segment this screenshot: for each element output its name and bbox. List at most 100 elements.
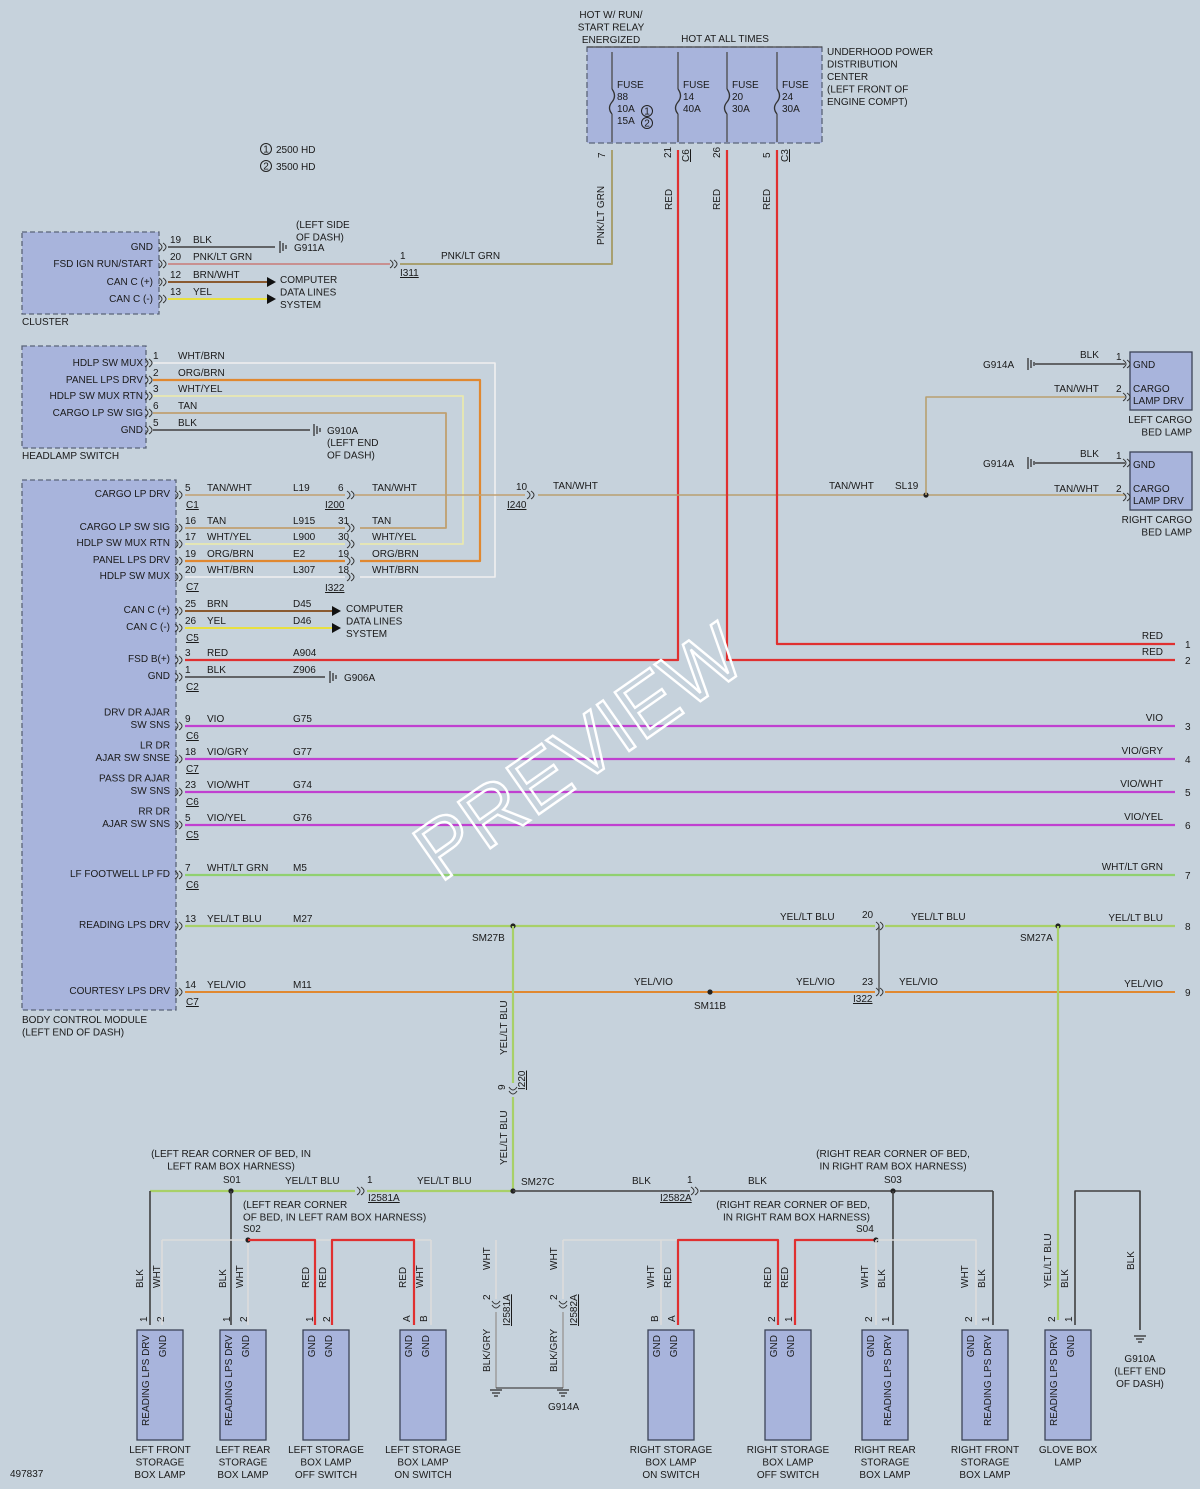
connector-symbol [174,523,183,533]
bcm-circuit: L915 [293,516,316,527]
headlamp-pin-label: CARGO LP SW SIG [53,408,144,419]
ground-label: G911A [294,243,325,254]
bcm-name: BODY CONTROL MODULE [22,1015,147,1026]
splice-pin: 18 [338,565,350,576]
bed-wire-color: BLK [1126,1251,1137,1270]
cargo-lamp-name: LEFT CARGO [1128,415,1192,426]
bcm-wire-color: YEL/VIO [207,980,246,991]
computer-data-lines: COMPUTER [280,275,337,286]
hot-run-label: HOT W/ RUN/ [579,10,642,21]
cluster-wire-color: BRN/WHT [193,270,240,281]
headlamp-switch-name: HEADLAMP SWITCH [22,451,119,462]
bcm-pin-label: HDLP SW MUX [100,571,171,582]
headlamp-wire-color: TAN [178,401,197,412]
bed-wire-color: WHT [860,1265,871,1288]
lead [876,1239,977,1325]
bed-component-name: LEFT REAR [216,1445,271,1456]
connector-symbol [491,1300,501,1309]
cluster-pin-num: 13 [170,287,182,298]
bcm-circuit: D45 [293,599,312,610]
bed-pin-label: GND [324,1335,335,1357]
bcm-wire-color: VIO/YEL [207,813,246,824]
bcm-pin-num: 7 [185,863,191,874]
wire-label: YEL/LT BLU [780,912,835,923]
bed-pin-label: READING LPS DRV [983,1335,994,1426]
headlamp-pin-num: 3 [153,384,159,395]
bed-pin-label: GND [307,1335,318,1357]
bed-pin-label: GND [652,1335,663,1357]
wire-label: BLK [632,1176,651,1187]
cluster-pin-label: CAN C (-) [109,294,153,305]
fuse-connector: C3 [780,149,791,162]
bcm-connector: C7 [186,997,199,1008]
bcm-pin-label: CARGO LP DRV [95,489,171,500]
connector-symbol [158,259,167,269]
fuse-label: 14 [683,92,695,103]
bcm-circuit: G77 [293,747,312,758]
fuse-label: 20 [732,92,744,103]
bed-pin-label: GND [786,1335,797,1357]
right-edge-num: 8 [1185,922,1191,933]
bed-component-8 [1044,1329,1092,1441]
bcm-pin-num: 23 [185,780,197,791]
legend-number: 1 [263,145,269,156]
wire-label: YEL/LT BLU [499,1110,510,1165]
wire-label: PNK/LT GRN [596,186,607,245]
bed-component-name: GLOVE BOX [1039,1445,1098,1456]
bcm-pin-num: 25 [185,599,197,610]
cluster-box [21,231,160,315]
splice-pin: 31 [338,516,350,527]
fuse-pin: 26 [712,146,723,158]
bed-component-name: RIGHT REAR [854,1445,916,1456]
bcm-pin-label: RR DR [138,807,170,818]
pdc-title: DISTRIBUTION [827,60,898,71]
fuse-pin: 7 [597,152,608,158]
bcm-circuit: G76 [293,813,312,824]
splice-label: S04 [856,1224,874,1235]
splice-pin: 10 [516,482,528,493]
bed-component-name: ON SWITCH [394,1470,451,1481]
connector-symbol [144,425,153,435]
bcm-pin-label: CAN C (-) [126,622,170,633]
right-edge-wire-label: VIO/WHT [1120,779,1163,790]
bcm-connector: C6 [186,797,199,808]
bed-component-0 [136,1329,184,1441]
cargo-pin-num: 1 [1116,352,1122,363]
bcm-wire-color: ORG/BRN [207,549,254,560]
splice-dot [707,989,713,995]
connector-symbol [174,623,183,633]
bed-pin-label: GND [669,1335,680,1357]
bed-pin-num: A [667,1315,678,1322]
fuse-icon [608,88,616,115]
cargo-wire-color: BLK [1080,449,1099,460]
bed-note: IN RIGHT RAM BOX HARNESS) [819,1162,966,1173]
bcm-pin-num: 3 [185,648,191,659]
body-control-module-box [21,479,177,1011]
splice-wire-color: TAN [372,516,391,527]
bcm-circuit: Z906 [293,665,316,676]
cluster-wire-color: PNK/LT GRN [193,252,252,263]
lead-red [330,1238,416,1325]
arrow-icon [332,606,341,616]
bed-wire-color: BLK/GRY [549,1329,560,1372]
splice-pin: 2 [482,1294,493,1300]
bed-component-name: BOX LAMP [134,1470,185,1481]
right-cargo-bed-lamp [1129,451,1193,511]
bcm-pin-num: 13 [185,914,197,925]
wire-wht-brn [153,362,496,578]
bcm-pin-label: GND [148,671,170,682]
bed-pin-label: GND [421,1335,432,1357]
bcm-pin-label: LF FOOTWELL LP FD [70,869,170,880]
connector-symbol [174,870,183,880]
ground-note: OF DASH) [327,451,375,462]
connector-symbol [174,787,183,797]
bed-note: IN RIGHT RAM BOX HARNESS) [723,1213,870,1224]
wire-red-1 [775,150,1175,646]
cluster-pin-label: GND [131,242,153,253]
bcm-connector: C5 [186,633,199,644]
bed-component-name: STORAGE [136,1458,185,1469]
connector-symbol [508,1086,518,1095]
fuse-icon [723,88,731,115]
bcm-pin-label: DRV DR AJAR [104,708,170,719]
cargo-pin-label: GND [1133,360,1155,371]
